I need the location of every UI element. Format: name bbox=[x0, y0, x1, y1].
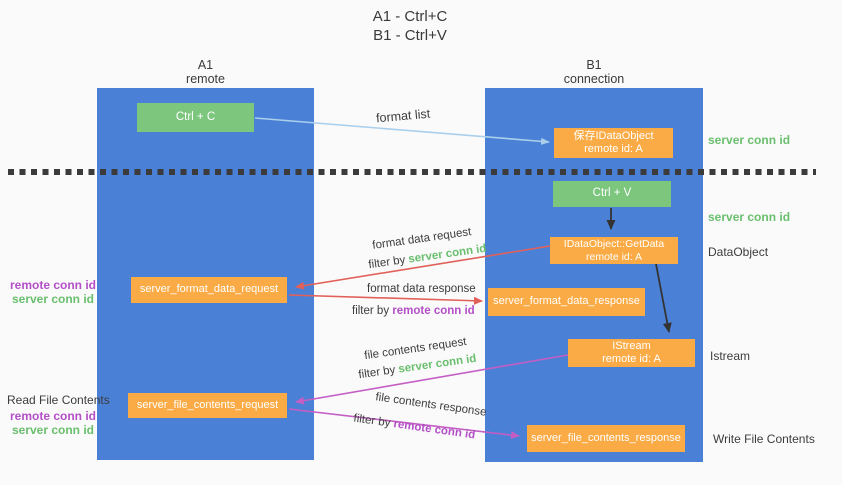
label-file-contents-response: file contents response bbox=[374, 391, 488, 419]
node-file-response-label: server_file_contents_response bbox=[531, 431, 681, 444]
node-server-format-data-response: server_format_data_response bbox=[488, 288, 645, 316]
node-file-request-label: server_file_contents_request bbox=[136, 398, 279, 411]
node-idataobject-getdata: IDataObject::GetData remote id: A bbox=[550, 237, 678, 264]
annotation-conn-ids-format: remote conn id server conn id bbox=[10, 278, 97, 306]
annotation-istream: Istream bbox=[710, 349, 751, 363]
filter-by-text: filter by bbox=[352, 305, 390, 317]
node-server-file-contents-response: server_file_contents_response bbox=[527, 425, 685, 452]
remote-conn-id-text: remote conn id bbox=[392, 305, 475, 317]
dotted-separator bbox=[8, 169, 816, 175]
lane-header-a1: A1 remote bbox=[97, 58, 314, 87]
node-getdata-line2: remote id: A bbox=[585, 250, 643, 263]
annotation-remote-conn-id-1: remote conn id bbox=[10, 278, 97, 292]
filter-by-text: filter by bbox=[357, 364, 397, 382]
node-server-file-contents-request: server_file_contents_request bbox=[128, 393, 287, 418]
server-conn-id-text: server conn id bbox=[407, 242, 488, 266]
node-istream-line1: IStream bbox=[612, 339, 651, 352]
node-ctrl-v: Ctrl + V bbox=[553, 181, 671, 207]
node-format-request-label: server_format_data_request bbox=[139, 283, 279, 296]
node-save-idataobject-line1: 保存IDataObject bbox=[573, 129, 654, 142]
annotation-server-conn-id-top: server conn id bbox=[708, 133, 791, 147]
lane-b1-role: connection bbox=[563, 72, 625, 87]
annotation-conn-ids-file: remote conn id server conn id bbox=[10, 409, 97, 437]
annotation-read-file-contents: Read File Contents bbox=[7, 393, 110, 407]
annotation-server-conn-id-mid: server conn id bbox=[708, 210, 791, 224]
annotation-write-file-contents: Write File Contents bbox=[713, 432, 815, 446]
label-format-data-response: format data response bbox=[367, 283, 476, 295]
node-ctrl-c: Ctrl + C bbox=[137, 103, 254, 132]
lane-header-b1: B1 connection bbox=[485, 58, 703, 87]
arrow-format-data-response bbox=[288, 294, 483, 305]
title-line-1: A1 - Ctrl+C bbox=[372, 8, 448, 25]
node-format-response-label: server_format_data_response bbox=[493, 295, 640, 308]
lane-a1-role: remote bbox=[186, 72, 225, 87]
filter-by-text: filter by bbox=[367, 254, 407, 272]
node-istream-line2: remote id: A bbox=[602, 353, 661, 365]
lane-a1-name: A1 bbox=[197, 58, 214, 72]
node-istream: IStream remote id: A bbox=[568, 339, 695, 367]
node-getdata-line1: IDataObject::GetData bbox=[563, 237, 665, 250]
lane-b1-name: B1 bbox=[586, 58, 602, 72]
annotation-server-conn-id-2: server conn id bbox=[11, 423, 94, 437]
node-server-format-data-request: server_format_data_request bbox=[131, 277, 287, 303]
node-save-idataobject: 保存IDataObject remote id: A bbox=[554, 128, 673, 158]
node-ctrl-c-label: Ctrl + C bbox=[175, 110, 216, 123]
filter-by-text: filter by bbox=[352, 412, 392, 430]
label-filter-by-remote-conn-id-1: filter by remote conn id bbox=[352, 305, 475, 317]
annotation-dataobject: DataObject bbox=[708, 245, 769, 259]
title-line-2: B1 - Ctrl+V bbox=[373, 26, 447, 44]
annotation-remote-conn-id-2: remote conn id bbox=[10, 409, 97, 423]
label-filter-by-remote-conn-id-2: filter by remote conn id bbox=[353, 413, 476, 442]
remote-conn-id-text: remote conn id bbox=[392, 418, 476, 442]
label-format-list: format list bbox=[375, 106, 431, 126]
node-ctrl-v-label: Ctrl + V bbox=[592, 187, 632, 200]
node-save-idataobject-line2: remote id: A bbox=[584, 143, 643, 155]
diagram-title: A1 - Ctrl+C B1 - Ctrl+V bbox=[280, 8, 540, 46]
annotation-server-conn-id-1: server conn id bbox=[11, 292, 94, 306]
server-conn-id-text: server conn id bbox=[397, 352, 478, 376]
